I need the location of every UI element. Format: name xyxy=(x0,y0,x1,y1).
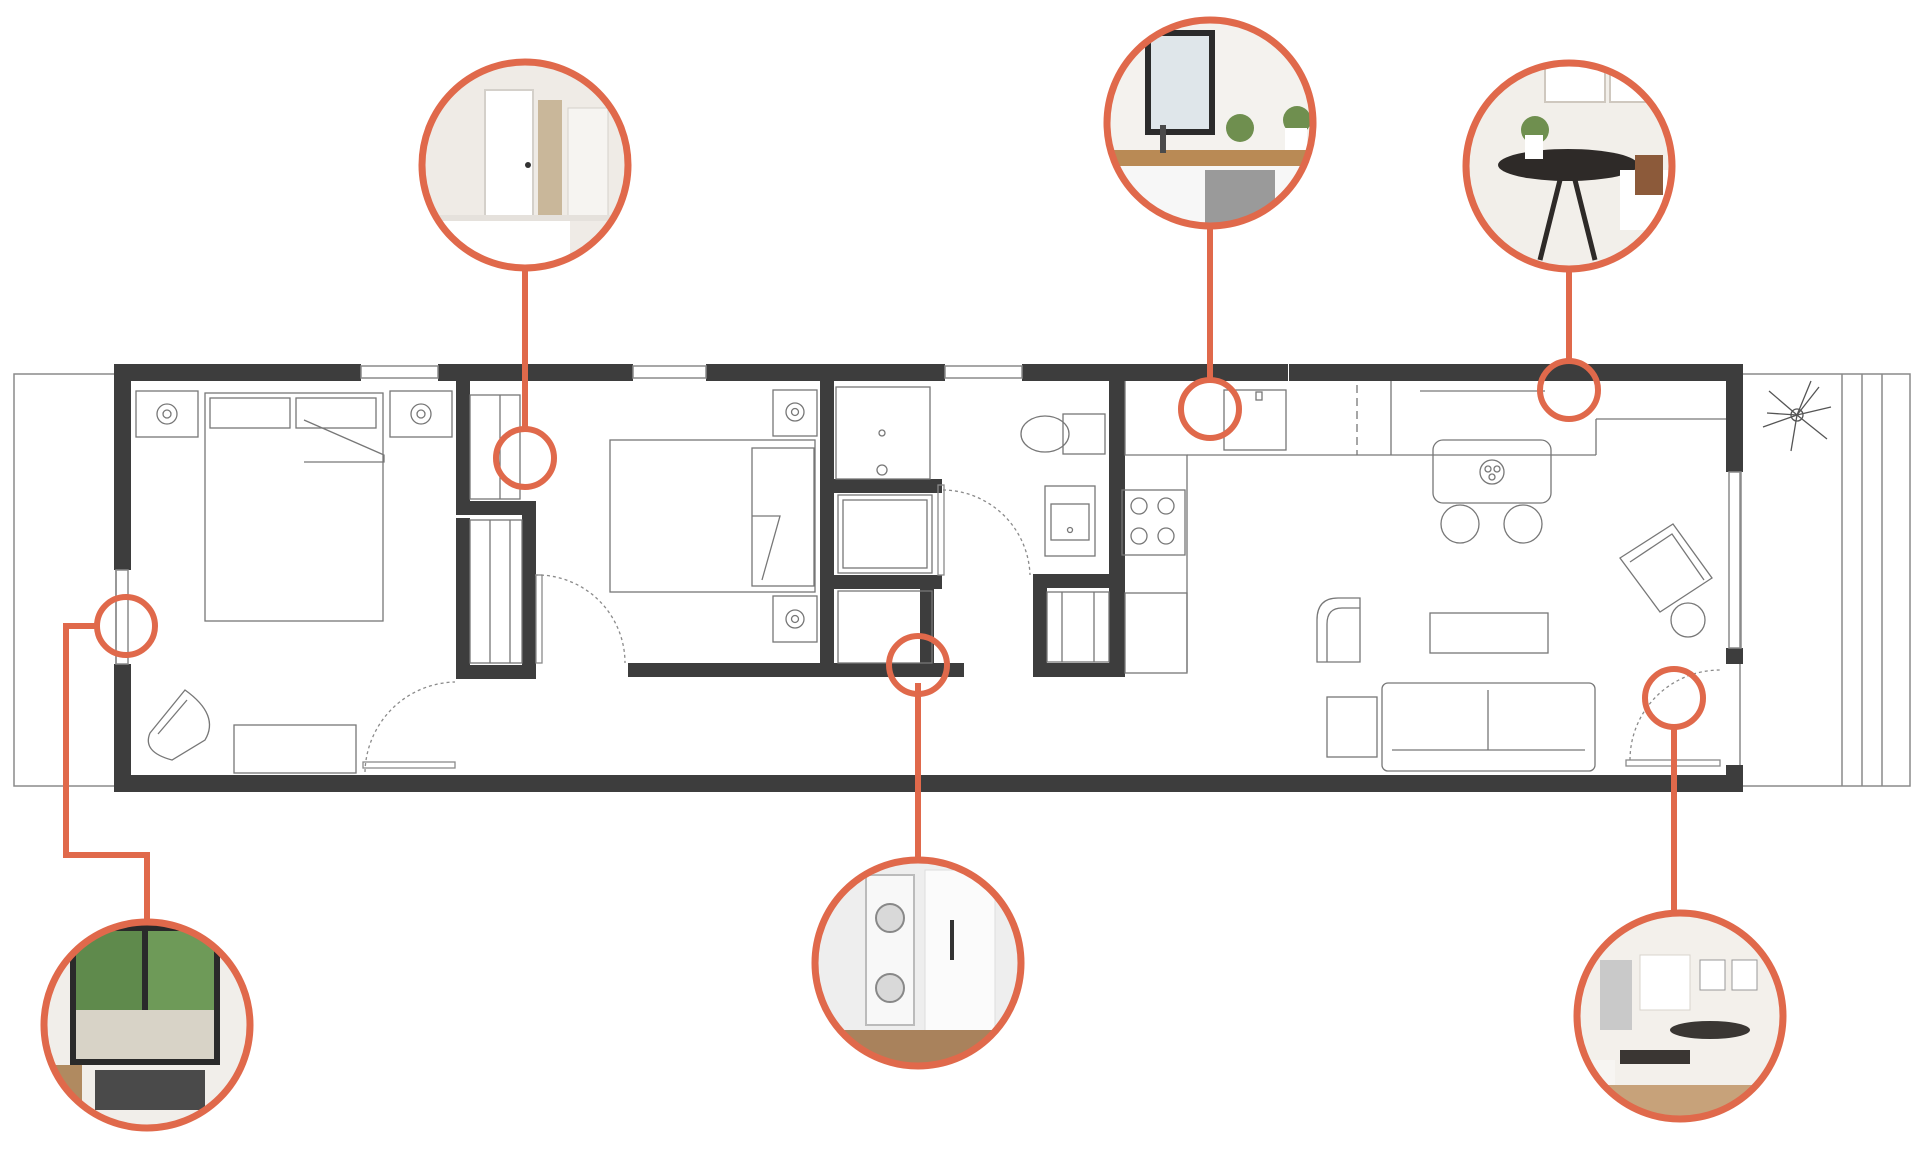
dresser xyxy=(233,724,357,774)
photo-callout-laundry[interactable] xyxy=(811,856,1025,1070)
photo-callout-kitchen-sink[interactable] xyxy=(1103,16,1317,236)
photo-callout-dining[interactable] xyxy=(1462,59,1676,273)
side-table-round xyxy=(1670,602,1706,638)
closet-shelving xyxy=(469,394,523,664)
marker-dining[interactable] xyxy=(1537,358,1601,422)
kitchen-sink xyxy=(1223,389,1287,451)
callout-connectors xyxy=(63,226,1677,922)
armchair-bedroom xyxy=(147,689,211,761)
primary-bed xyxy=(204,392,385,622)
side-table-square xyxy=(1326,696,1378,758)
sofa xyxy=(1381,682,1596,772)
site-outline xyxy=(13,373,1911,787)
dining-stool xyxy=(1440,504,1480,544)
linen-cabinet xyxy=(837,590,933,664)
potted-plant xyxy=(1762,380,1832,452)
wc-shelving xyxy=(1046,591,1110,663)
vanity-sink xyxy=(1044,485,1096,557)
coffee-table xyxy=(1429,612,1549,654)
range-cooktop xyxy=(1121,489,1186,556)
marker-sliding-door[interactable] xyxy=(94,594,158,658)
marker-laundry[interactable] xyxy=(886,633,950,697)
photo-callout-living[interactable] xyxy=(1573,909,1787,1125)
walls xyxy=(114,364,1743,792)
photo-callout-sliding-door[interactable] xyxy=(40,918,254,1135)
refrigerator xyxy=(1124,592,1188,674)
nightstand-second-bottom xyxy=(772,595,818,643)
second-bed xyxy=(609,439,816,593)
nightstand-second-top xyxy=(772,389,818,437)
washer-dryer xyxy=(837,494,933,574)
lounge-chair xyxy=(1619,523,1713,613)
marker-kitchen-sink[interactable] xyxy=(1178,377,1242,441)
marker-bedroom-door[interactable] xyxy=(493,426,557,490)
shower-stall xyxy=(835,386,931,480)
toilet xyxy=(1020,413,1106,455)
marker-living[interactable] xyxy=(1642,666,1706,730)
nightstand-left xyxy=(135,390,199,438)
dining-table xyxy=(1432,439,1552,504)
location-markers xyxy=(94,358,1706,730)
kitchen-counter xyxy=(1124,381,1726,672)
furniture xyxy=(135,380,1832,774)
accent-chair-left xyxy=(1316,597,1361,663)
windows xyxy=(115,365,1742,665)
photo-callout-bedroom-door[interactable] xyxy=(418,58,632,275)
dining-stool xyxy=(1503,504,1543,544)
nightstand-right xyxy=(389,390,453,438)
